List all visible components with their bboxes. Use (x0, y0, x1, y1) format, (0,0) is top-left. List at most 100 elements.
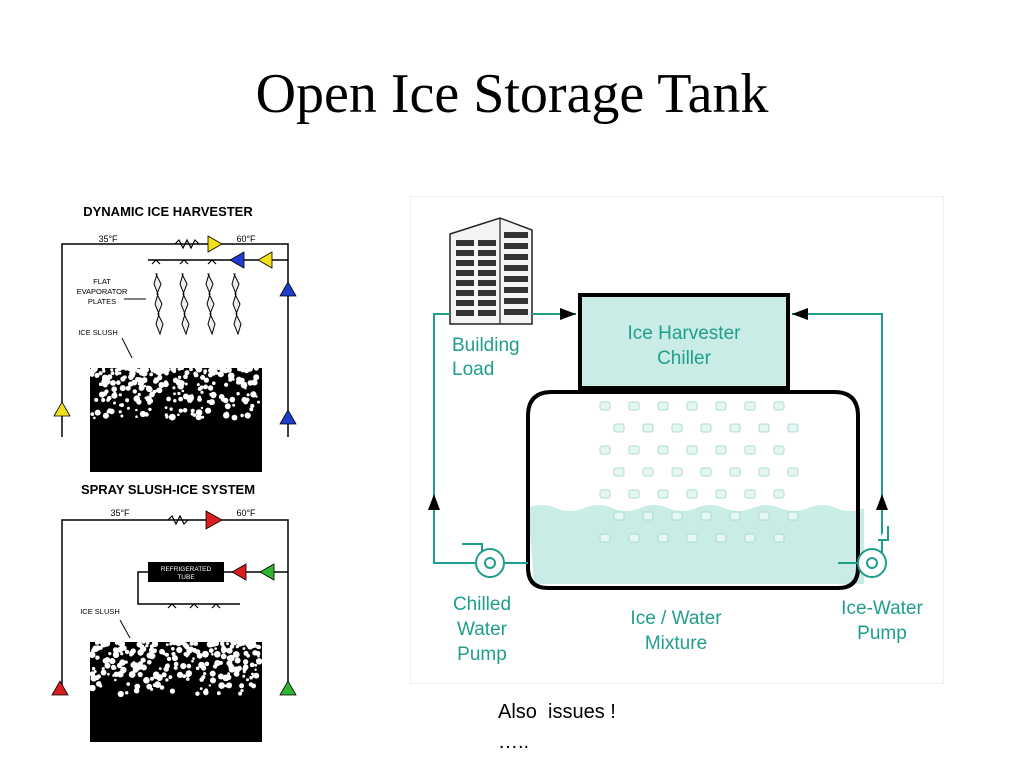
ice-particle (107, 672, 110, 676)
ice-particle (232, 651, 240, 658)
ice-particle (182, 642, 188, 648)
ice-particle (101, 397, 106, 403)
ice-particle (188, 646, 194, 653)
ice-cube (628, 489, 640, 499)
ice-particle (120, 366, 125, 370)
flow-arrow-green-icon (259, 563, 275, 581)
chilled-pump-label-1: Chilled (453, 594, 511, 615)
ice-particle (144, 396, 148, 400)
ice-particle (208, 648, 214, 653)
ice-cube (715, 533, 727, 543)
ice-particle (125, 398, 130, 403)
left-schematics: DYNAMIC ICE HARVESTER 35°F 60°F FLAT EVA… (50, 192, 312, 752)
ice-particle (128, 671, 136, 678)
ice-cube (729, 511, 741, 521)
mixture-label-1: Ice / Water (630, 608, 722, 629)
ice-particle (117, 646, 124, 653)
ice-particle (110, 368, 114, 372)
flow-arrow-green-icon (279, 680, 297, 696)
ice-particle (169, 642, 173, 646)
ice-particle (237, 367, 241, 371)
ice-particle (131, 370, 136, 375)
ice-particle (151, 640, 159, 648)
ice-particle (180, 366, 184, 370)
ice-particle (164, 652, 169, 657)
spray-pipe-loop (61, 519, 289, 692)
ice-particle (191, 659, 194, 663)
ice-particle (221, 649, 226, 654)
ice-cube (744, 489, 756, 499)
ice-particle (172, 386, 176, 390)
ice-particle (130, 662, 137, 668)
ice-particle (172, 368, 177, 374)
ice-particle (110, 380, 116, 386)
ice-particle (230, 638, 238, 646)
ice-particle (218, 394, 225, 400)
ice-particle (195, 649, 201, 655)
window (456, 300, 474, 306)
window (456, 270, 474, 276)
ice-particle (183, 374, 188, 380)
ice-cube (613, 511, 625, 521)
ice-particle (163, 666, 169, 672)
ice-particle (145, 644, 149, 648)
ice-particle (91, 367, 97, 373)
spray-title: SPRAY SLUSH-ICE SYSTEM (81, 482, 255, 497)
ice-particle (136, 399, 142, 405)
evaporator-plate-icon (153, 273, 164, 336)
window (456, 260, 474, 266)
ice-particle (210, 677, 216, 684)
harvester-temp-low: 35°F (98, 234, 118, 244)
ice-particle (201, 675, 206, 680)
ice-particle (145, 640, 150, 645)
ice-particle (231, 414, 238, 421)
ice-particle (251, 672, 254, 676)
ice-cube (657, 445, 669, 455)
ice-cube (599, 533, 611, 543)
ice-particle (197, 386, 202, 391)
flow-arrow-icon (792, 308, 808, 320)
ice-particle (228, 377, 233, 382)
ice-particle (184, 382, 188, 386)
ice-particle (168, 675, 173, 680)
ice-cube (671, 423, 683, 433)
ice-particle (236, 376, 242, 383)
ice-particle (222, 674, 230, 682)
ice-particle (156, 387, 163, 394)
ice-particle (117, 641, 123, 646)
window (456, 290, 474, 296)
ice-particle (203, 689, 209, 696)
ice-particle (152, 648, 157, 654)
ice-particle (165, 643, 169, 646)
ice-cube (671, 511, 683, 521)
evaporator-plate-icon (179, 273, 190, 336)
ice-particle (104, 662, 111, 669)
ice-particle (182, 408, 188, 413)
window (504, 287, 528, 293)
ice-particle (119, 659, 126, 666)
ice-particle (236, 640, 243, 647)
ice-particle (139, 410, 147, 418)
ice-particle (181, 389, 185, 393)
ice-particle (169, 688, 175, 694)
ice-particle (229, 644, 235, 649)
chiller-label-2: Chiller (657, 348, 712, 369)
window (504, 243, 528, 249)
ice-particle (190, 412, 194, 416)
mixture-label-2: Mixture (645, 633, 707, 654)
window (504, 298, 528, 304)
ice-particle (158, 382, 165, 388)
ice-particle (126, 682, 130, 686)
ice-particle (157, 375, 163, 381)
ice-particle (195, 691, 200, 696)
ice-cube (773, 445, 785, 455)
open-tank-schematic: Building Load Ice Harvester Chiller Chil… (409, 195, 945, 685)
ice-particle (169, 407, 173, 411)
ice-particle (214, 651, 221, 658)
ice-particle (113, 671, 119, 677)
ice-particle (164, 380, 169, 385)
flow-arrow-red-icon (205, 510, 223, 530)
ice-particle (132, 367, 137, 372)
ice-cube (758, 423, 770, 433)
ice-particle (212, 381, 216, 385)
